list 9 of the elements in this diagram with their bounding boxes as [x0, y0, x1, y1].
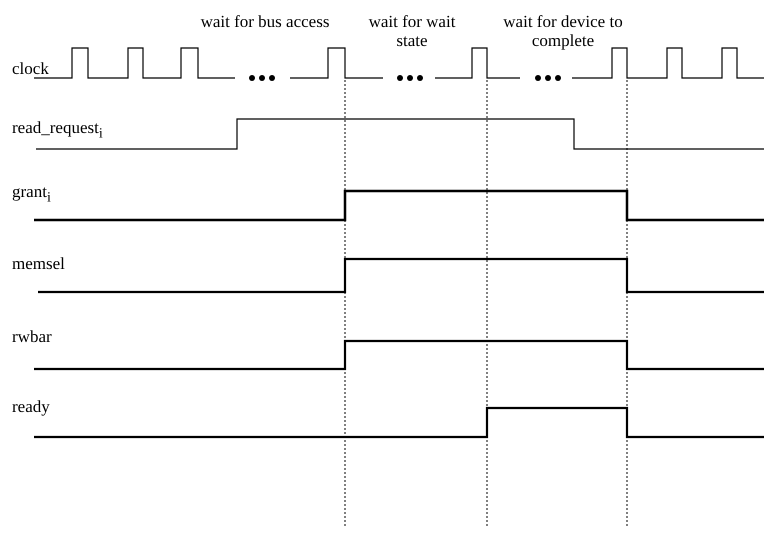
signal-label: ready: [12, 397, 50, 416]
phase-label: wait for wait state: [368, 12, 456, 50]
signal-label: clock: [12, 59, 49, 78]
phase-label: wait for bus access: [200, 12, 330, 31]
signal-label: memsel: [12, 254, 65, 273]
signal-label: grant$_{i}$: [12, 182, 51, 208]
signal-label: read_request$_{i}$: [12, 118, 103, 144]
phase-label: wait for device to complete: [502, 12, 624, 50]
signal-label: rwbar: [12, 327, 52, 346]
